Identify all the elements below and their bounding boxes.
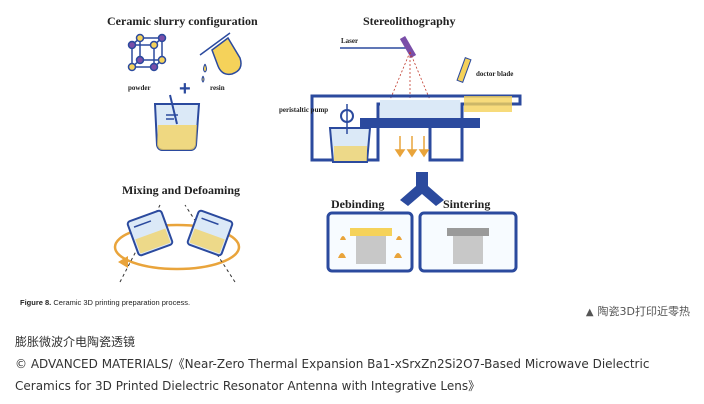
stereo-title: Stereolithography	[363, 14, 456, 28]
figure-caption: Figure 8. Ceramic 3D printing preparatio…	[20, 298, 190, 307]
debinding-title: Debinding	[331, 197, 385, 211]
doctor-blade-icon	[456, 57, 472, 83]
source-line-1: 膨胀微波介电陶瓷透镜	[15, 335, 136, 349]
doctor-blade-label: doctor blade	[476, 70, 514, 78]
powder-icon	[127, 33, 167, 72]
sintered-top	[447, 228, 489, 236]
pump-label: peristaltic pump	[279, 106, 329, 114]
mixing-orbit	[113, 223, 241, 271]
mixing-title: Mixing and Defoaming	[122, 183, 241, 197]
sintering-title: Sintering	[443, 197, 491, 211]
resin-bath	[380, 100, 460, 118]
figure-caption-label: Figure 8.	[20, 298, 52, 307]
resin-icon	[199, 32, 242, 83]
credit-text: 陶瓷3D打印近零热	[597, 305, 690, 318]
debinding-part	[356, 234, 386, 264]
source-line-3: Ceramics for 3D Printed Dielectric Reson…	[15, 379, 481, 393]
sintered-part	[453, 234, 483, 264]
laser-cone	[389, 51, 431, 101]
slurry-illustration: +	[113, 32, 522, 283]
powder-label: powder	[128, 84, 151, 92]
mirror-icon	[399, 35, 417, 59]
pump-beaker-icon	[328, 104, 372, 163]
mixing-beaker-left-icon	[126, 209, 174, 257]
image-credit: ▲陶瓷3D打印近零热	[586, 303, 690, 319]
plus-sign: +	[179, 78, 191, 100]
debinding-flames	[338, 236, 402, 258]
slurry-title: Ceramic slurry configuration	[107, 14, 258, 28]
build-arrows	[394, 136, 430, 158]
source-text: 膨胀微波介电陶瓷透镜 © ADVANCED MATERIALS/《Near-Ze…	[15, 331, 695, 397]
mixing-beaker-right-icon	[186, 209, 234, 257]
triangle-icon: ▲	[585, 307, 594, 318]
build-platform	[360, 118, 480, 128]
slurry-beaker-icon	[153, 94, 201, 151]
slurry-reservoir	[464, 96, 512, 112]
laser-label: Laser	[341, 37, 359, 45]
orbit-arrow-icon	[118, 256, 128, 268]
resin-label: resin	[210, 84, 225, 92]
process-figure: Ceramic slurry configuration Stereolitho…	[20, 14, 522, 307]
figure-caption-text: Ceramic 3D printing preparation process.	[53, 298, 191, 307]
source-line-2: © ADVANCED MATERIALS/《Near-Zero Thermal …	[15, 357, 650, 371]
debinding-binder	[350, 228, 392, 236]
split-arrow-icon	[400, 172, 444, 206]
